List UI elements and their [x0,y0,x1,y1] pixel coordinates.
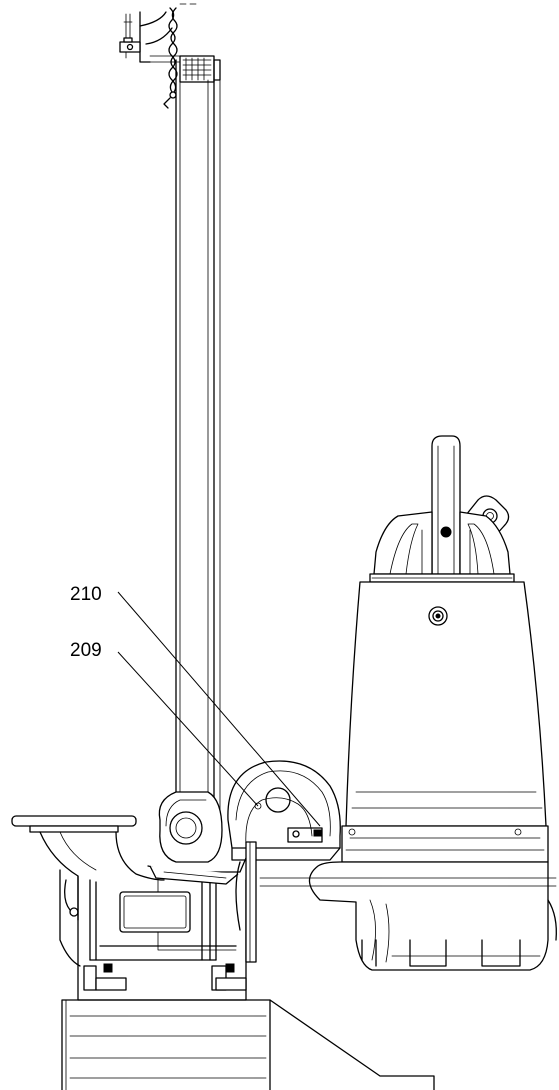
guide-rail-tube [175,59,221,821]
lifting-chain [163,7,178,109]
callout-209: 209 [70,640,259,807]
callout-label-209: 209 [70,640,102,661]
duckfoot-base-body [59,869,247,1001]
pump-handle [431,435,461,577]
upper-guide-bracket [119,3,207,63]
guide-rail-top-holder [179,55,221,83]
discharge-flange [11,815,165,921]
callout-leader-210 [117,591,321,827]
pump-casing [259,825,557,971]
pump-claw-bracket [227,760,341,861]
motor-top-cover [369,511,515,583]
callout-leader-209 [117,651,259,807]
guide-plate [235,841,257,963]
motor-housing [345,581,547,827]
callout-label-210: 210 [70,584,102,605]
concrete-foundation [61,999,435,1090]
guide-claw-coupling [147,791,247,885]
callout-210: 210 [70,584,321,827]
